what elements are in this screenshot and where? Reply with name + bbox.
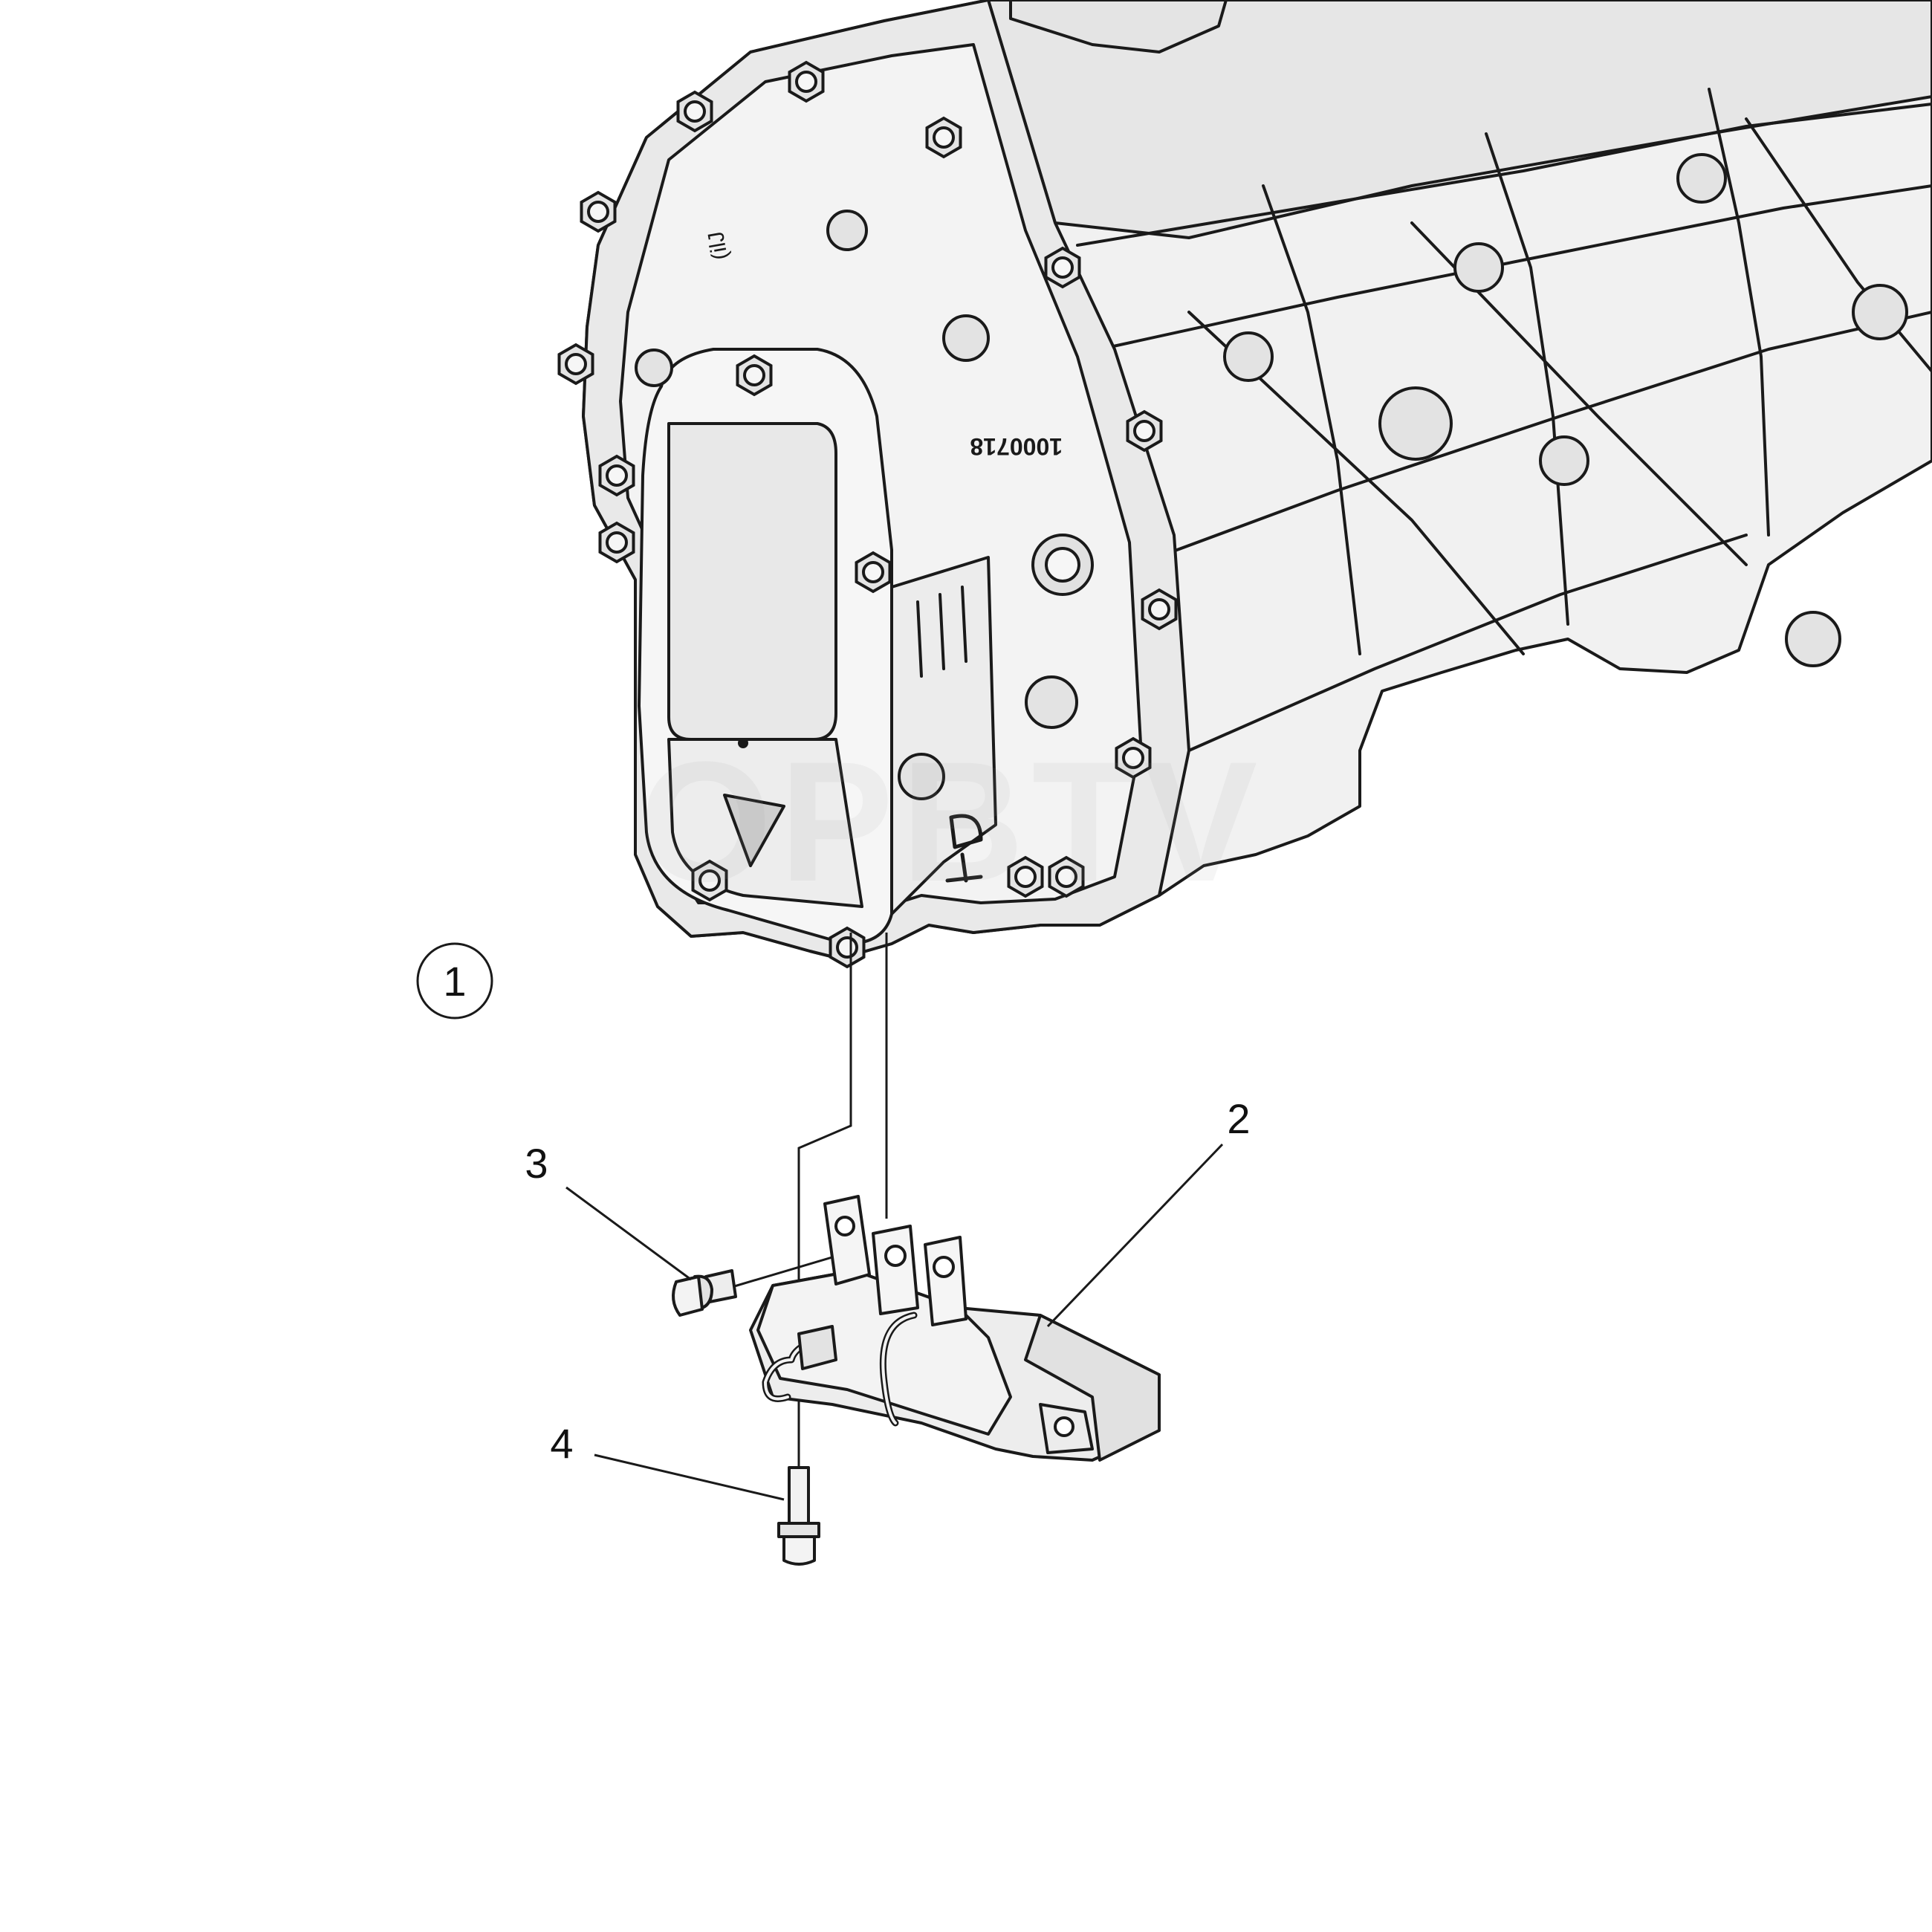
bracket-tab (872, 1225, 919, 1315)
bracket-mount-hole (1054, 1416, 1074, 1437)
bracket-connector (797, 1325, 837, 1370)
bracket-tab-hole (884, 1245, 907, 1267)
bracket-bolt-upper (672, 1269, 737, 1317)
cover-dot (738, 738, 748, 748)
bolt-washer (1133, 420, 1155, 442)
wiring-bracket-assembly (749, 1195, 1161, 1462)
bolt-washer (606, 464, 628, 487)
case-rib (1745, 117, 1932, 373)
housing-boss (1025, 675, 1078, 729)
housing-marking: 1000718 (970, 433, 1063, 460)
housing-boss (1453, 242, 1504, 293)
bolt-washer (565, 353, 587, 375)
bracket-tab (924, 1236, 967, 1326)
connector-slots (916, 586, 967, 678)
bracket-bolt-lower (777, 1466, 820, 1566)
bolt-flange (777, 1522, 820, 1538)
bolt-washer (698, 869, 721, 892)
case-rib (1485, 132, 1569, 626)
callout-label-3: 3 (525, 1140, 548, 1187)
cover-arrow-icon (723, 794, 785, 867)
housing-boss (826, 210, 868, 251)
callout-circle (416, 942, 493, 1020)
case-rib (1187, 534, 1748, 752)
ground-symbol-icon (945, 814, 983, 883)
bolt-washer (1014, 866, 1037, 888)
leader-line (1046, 1143, 1224, 1328)
case-rib (987, 0, 1932, 239)
bolt-washer (836, 936, 858, 959)
mount-boss (1785, 611, 1841, 667)
cover-panel (667, 422, 837, 741)
housing-port-bore (1045, 547, 1080, 583)
bracket-wire (881, 1314, 915, 1424)
bolt-washer (684, 100, 706, 123)
case-rib (1098, 184, 1932, 351)
housing-bolt-group (557, 60, 1178, 969)
bolt-washer (1122, 747, 1144, 769)
callout-labels: 1 2 3 4 (416, 942, 1251, 1501)
transmission-assembly: 1000718 (ilJ (582, 0, 1932, 960)
alignment-line (797, 933, 852, 1308)
bolt-washer (862, 561, 884, 583)
bolt-head (782, 1535, 816, 1566)
bracket-side-box (1024, 1314, 1161, 1462)
callout-label-2: 2 (1227, 1095, 1250, 1142)
housing-boss (1676, 153, 1727, 204)
bolt-washer (1055, 866, 1077, 888)
housing-boss (942, 314, 990, 362)
bolt-washer (1148, 598, 1170, 620)
housing-boss (1539, 435, 1589, 486)
housing-marking: (ilJ (704, 230, 733, 262)
callout-label-4: 4 (550, 1420, 573, 1467)
case-rib (1708, 88, 1770, 537)
watermark-text: OPBTV (639, 726, 1265, 917)
housing-boss (635, 349, 673, 387)
housing-boss (1852, 284, 1908, 340)
bracket-tab (823, 1195, 871, 1286)
case-rib (1262, 184, 1361, 655)
top-plate (1009, 0, 1228, 54)
leader-line (594, 1453, 785, 1501)
bolt-washer (606, 531, 628, 554)
leader-line (565, 1186, 692, 1281)
bolt-washer (1051, 256, 1074, 279)
bolt-washer (743, 364, 765, 386)
housing-boss (1378, 386, 1453, 461)
bracket-tab-hole (834, 1216, 855, 1236)
housing-boss (1223, 331, 1274, 382)
bolt-washer (933, 126, 955, 149)
bolt-shank (788, 1466, 810, 1529)
case-rib (1135, 311, 1932, 566)
housing-boss (898, 753, 945, 800)
bolt-washer (587, 201, 609, 223)
bolt-washer (795, 71, 817, 93)
callout-label-1: 1 (443, 958, 466, 1005)
bolt-head (672, 1275, 704, 1317)
case-rib (1076, 103, 1932, 247)
bracket-tab-hole (933, 1256, 955, 1278)
case-rib (1187, 311, 1525, 655)
